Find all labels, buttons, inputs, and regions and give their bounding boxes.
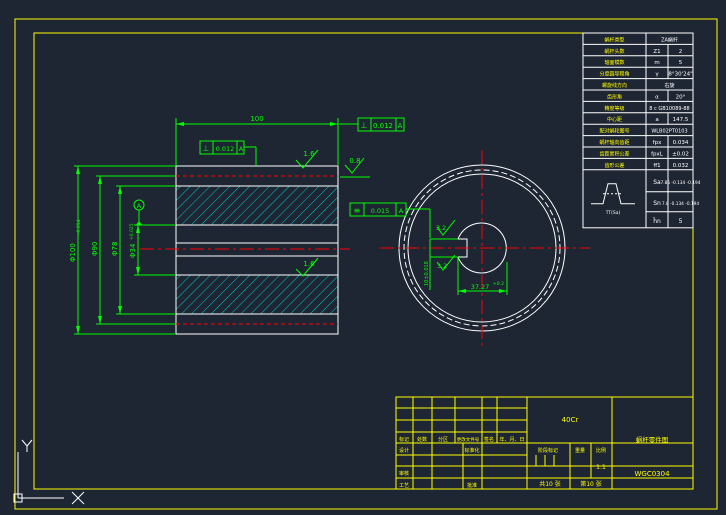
dim-key-width: 10±0.018 — [424, 261, 430, 286]
param-value: 0.032 — [673, 163, 689, 169]
hn-value: 5 — [679, 218, 683, 225]
hatch-lower — [176, 275, 338, 314]
svg-text:审核: 审核 — [399, 470, 409, 477]
dim-d78: Φ78 — [111, 242, 119, 256]
param-label: 蜗杆类型 — [604, 36, 624, 43]
svg-text:阶段标记: 阶段标记 — [538, 447, 558, 454]
param-value: 2 — [679, 49, 683, 55]
material-text: 40Cr — [562, 416, 579, 424]
param-symbol: fpxL — [651, 151, 664, 157]
param-label: 配对蜗轮图号 — [599, 128, 629, 135]
svg-text:A: A — [399, 207, 404, 215]
end-view: ≡ 0.015 A 3.2 3.2 10±0.018 37.27 +0.2 — [349, 150, 590, 350]
svg-text:签名: 签名 — [484, 436, 494, 443]
param-symbol: γ — [655, 72, 659, 78]
sa-value: 7.85 -0.134 -0.194 — [660, 180, 700, 186]
svg-text:⊥: ⊥ — [203, 144, 210, 153]
svg-text:年、月、日: 年、月、日 — [499, 436, 524, 443]
svg-text:1.6: 1.6 — [303, 260, 315, 268]
param-value: 20° — [676, 94, 686, 100]
sn-value: 7.8 -0.134 -0.194 — [662, 201, 700, 207]
param-label: 螺旋线方向 — [602, 82, 627, 89]
bore-keyway — [457, 222, 507, 274]
svg-text:+0.2: +0.2 — [493, 281, 504, 287]
param-label: 蜗杆头数 — [604, 48, 624, 55]
drawing-no-text: WGC0304 — [634, 470, 670, 478]
param-symbol: Z1 — [653, 49, 660, 55]
svg-text:处数: 处数 — [417, 436, 427, 443]
param-label: 中心距 — [607, 116, 622, 123]
svg-text:分区: 分区 — [438, 436, 448, 443]
svg-text:0.012: 0.012 — [216, 145, 235, 153]
param-value: 右旋 — [664, 82, 674, 89]
svg-text:标准化: 标准化 — [464, 447, 479, 454]
param-label: 精度等级 — [604, 105, 624, 112]
param-symbol: m — [654, 60, 659, 66]
dim-length: 100 — [250, 115, 263, 123]
svg-text:+0.025: +0.025 — [129, 223, 135, 240]
svg-text:1.6: 1.6 — [303, 150, 315, 158]
param-value: 8°30'24" — [668, 72, 692, 78]
part-outline — [175, 165, 339, 335]
sa-label: Sa — [653, 179, 661, 186]
param-value: 5 — [679, 60, 683, 66]
param-label: 轴面模数 — [604, 59, 624, 66]
svg-text:标记: 标记 — [399, 436, 409, 443]
svg-text:工艺: 工艺 — [399, 483, 409, 489]
svg-text:≡: ≡ — [354, 206, 361, 215]
svg-text:-0.054: -0.054 — [76, 219, 82, 234]
svg-text:比例: 比例 — [596, 447, 606, 454]
outer-border — [14, 18, 718, 510]
param-symbol: ff1 — [653, 163, 660, 169]
ucs-icon — [13, 439, 85, 505]
param-table-frame — [582, 32, 694, 229]
svg-text:0.015: 0.015 — [371, 207, 390, 215]
profile-label: TT(Sa) — [605, 210, 621, 216]
param-symbol: α — [655, 94, 659, 100]
svg-text:1:1: 1:1 — [596, 464, 606, 471]
svg-text:A: A — [137, 202, 142, 210]
svg-text:共10 张: 共10 张 — [539, 480, 561, 488]
dim-d90: Φ90 — [91, 242, 99, 256]
param-value: ±0.02 — [672, 151, 689, 157]
param-label: 齿距累积公差 — [599, 150, 629, 157]
param-label: 齿形角 — [607, 93, 622, 100]
hn-label: h̄n — [653, 218, 661, 225]
param-symbol: a — [655, 117, 658, 123]
svg-text:⊥: ⊥ — [361, 121, 368, 130]
svg-text:设计: 设计 — [399, 447, 409, 454]
dim-d-outer: Φ100 — [69, 243, 77, 262]
svg-text:更改文件号: 更改文件号 — [457, 436, 480, 443]
tooth-profile-icon — [591, 183, 635, 205]
svg-text:A: A — [239, 145, 244, 153]
svg-text:A: A — [398, 122, 403, 130]
inner-border — [33, 32, 694, 490]
param-value: WLB02PT0103 — [651, 129, 687, 135]
param-value: 8 c GB10089-88 — [649, 106, 690, 112]
param-label: 蜗杆轴向齿距 — [599, 139, 629, 146]
title-block — [395, 396, 694, 490]
hatch-upper — [176, 186, 338, 225]
part-name-text: 蜗杆零件图 — [636, 435, 669, 444]
svg-text:0.012: 0.012 — [373, 122, 393, 130]
svg-text:重量: 重量 — [575, 447, 585, 454]
svg-text:3.2: 3.2 — [437, 262, 447, 270]
dim-d-bore: Φ34 — [129, 243, 137, 258]
dim-keyway-depth: 37.27 — [471, 283, 490, 291]
param-label: 分度圆导程角 — [599, 71, 629, 78]
param-value: 0.034 — [673, 140, 689, 146]
param-value: 147.5 — [673, 117, 689, 123]
param-label: 齿形公差 — [604, 162, 624, 169]
param-symbol: fpx — [653, 140, 662, 146]
section-view: 100 ⊥ 0.012 A ⊥ 0.012 A 1.6 1.6 0.8 — [69, 115, 405, 335]
sn-label: Sn — [653, 200, 661, 207]
svg-text:第10 张: 第10 张 — [580, 480, 602, 488]
param-value: ZA蜗杆 — [661, 36, 678, 43]
svg-text:0.8: 0.8 — [349, 157, 360, 165]
svg-text:3.2: 3.2 — [436, 224, 446, 232]
svg-text:批准: 批准 — [467, 482, 477, 489]
